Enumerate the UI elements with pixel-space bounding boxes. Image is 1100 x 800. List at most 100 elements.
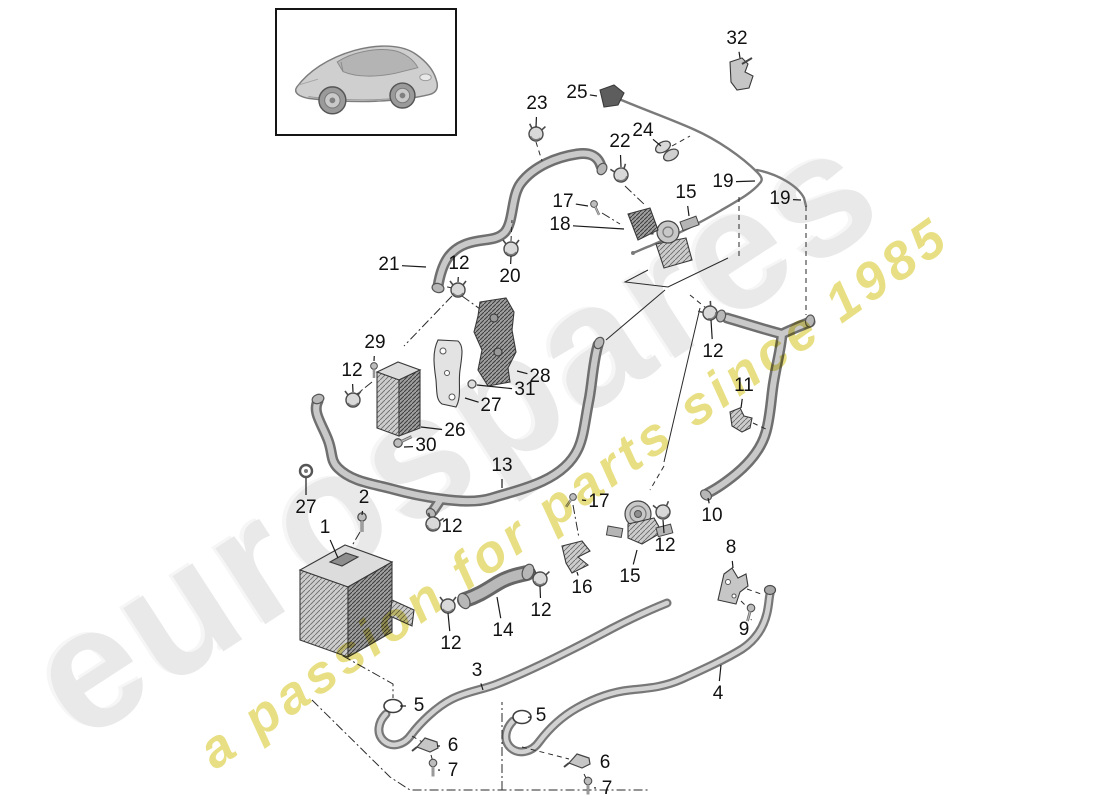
part-label-4[interactable]: 4 [713, 683, 724, 704]
part-label-30[interactable]: 30 [415, 435, 436, 456]
bracket-6 [411, 737, 439, 753]
leader-line-11 [740, 398, 743, 409]
hose-10 [699, 309, 816, 501]
clip-32 [729, 57, 754, 91]
part-label-3[interactable]: 3 [472, 660, 483, 681]
clamp-12 [344, 390, 362, 408]
clamp-24 [654, 140, 680, 162]
pipe-4 [501, 584, 777, 757]
vehicle-thumbnail [275, 8, 457, 136]
seal-5 [383, 698, 403, 714]
bracket-11 [729, 407, 753, 433]
part-label-19[interactable]: 19 [712, 171, 733, 192]
pipe-19 [617, 97, 808, 255]
oil-cooler-1 [298, 544, 415, 658]
bracket-16 [561, 540, 591, 574]
part-label-12[interactable]: 12 [448, 253, 469, 274]
part-label-12[interactable]: 12 [341, 360, 362, 381]
part-label-22[interactable]: 22 [609, 131, 630, 152]
screw-7 [427, 757, 439, 778]
part-label-19[interactable]: 19 [769, 188, 790, 209]
leader-line-18 [572, 225, 625, 230]
part-label-16[interactable]: 16 [571, 577, 592, 598]
part-label-5[interactable]: 5 [536, 705, 547, 726]
part-label-29[interactable]: 29 [364, 332, 385, 353]
part-label-24[interactable]: 24 [632, 120, 654, 141]
part-label-13[interactable]: 13 [491, 455, 512, 476]
part-label-2[interactable]: 2 [359, 487, 370, 508]
part-label-26[interactable]: 26 [444, 420, 465, 441]
leader-line-1 [329, 539, 339, 559]
bolt-2 [356, 511, 368, 534]
part-label-12[interactable]: 12 [654, 535, 675, 556]
leader-line-4 [718, 664, 722, 682]
construction-lines [311, 135, 807, 791]
seal-ring-31 [467, 379, 477, 389]
part-label-27[interactable]: 27 [295, 497, 316, 518]
part-label-12[interactable]: 12 [702, 341, 723, 362]
part-label-21[interactable]: 21 [378, 254, 399, 275]
pipe-4-fitting [763, 584, 777, 596]
part-label-32[interactable]: 32 [726, 28, 747, 49]
leader-line-12 [662, 519, 665, 534]
car-illustration [294, 45, 439, 115]
part-label-6[interactable]: 6 [600, 752, 611, 773]
part-label-27[interactable]: 27 [480, 395, 501, 416]
part-label-6[interactable]: 6 [448, 735, 459, 756]
part-label-7[interactable]: 7 [602, 778, 613, 799]
screw-7 [582, 775, 594, 796]
eyelet-27 [298, 463, 314, 479]
part-label-12[interactable]: 12 [440, 633, 461, 654]
leader-line-28 [516, 370, 528, 375]
part-label-9[interactable]: 9 [739, 619, 750, 640]
leader-line-15 [687, 205, 690, 217]
gasket-27 [433, 339, 463, 408]
hose-14 [457, 563, 535, 610]
part-label-1[interactable]: 1 [320, 517, 331, 538]
leader-line-14 [496, 596, 502, 619]
leader-line-24 [652, 138, 662, 147]
bolt-29 [369, 361, 379, 380]
leader-line-17 [575, 203, 589, 207]
leader-line-16 [576, 571, 579, 576]
leader-line-25 [589, 94, 598, 97]
part-label-12[interactable]: 12 [530, 600, 551, 621]
part-label-25[interactable]: 25 [566, 82, 587, 103]
part-label-12[interactable]: 12 [441, 516, 462, 537]
part-label-28[interactable]: 28 [529, 366, 550, 387]
valve-15-lower [605, 500, 674, 545]
part-label-31[interactable]: 31 [514, 379, 535, 400]
part-label-14[interactable]: 14 [492, 620, 514, 641]
leader-line-32 [738, 51, 741, 59]
part-label-17[interactable]: 17 [588, 491, 609, 512]
part-label-11[interactable]: 11 [734, 375, 754, 396]
leader-line-27 [464, 397, 479, 403]
pipe-3 [374, 598, 672, 750]
clamp-20 [502, 239, 520, 257]
part-label-18[interactable]: 18 [549, 214, 570, 235]
heat-exchanger-26 [375, 361, 422, 437]
leader-line-21 [401, 265, 427, 268]
bracket-18 [627, 207, 659, 241]
part-label-20[interactable]: 20 [499, 266, 520, 287]
leader-line-31 [476, 384, 513, 390]
part-label-15[interactable]: 15 [619, 566, 640, 587]
part-label-15[interactable]: 15 [675, 182, 696, 203]
bracket-8 [717, 567, 749, 605]
leader-line-8 [731, 560, 734, 569]
part-label-7[interactable]: 7 [448, 760, 459, 781]
leader-line-12 [447, 612, 451, 632]
part-label-23[interactable]: 23 [526, 93, 547, 114]
leader-line-15 [632, 549, 638, 565]
leader-line-12 [710, 319, 713, 340]
part-label-8[interactable]: 8 [726, 537, 737, 558]
part-label-10[interactable]: 10 [701, 505, 722, 526]
part-label-5[interactable]: 5 [414, 695, 425, 716]
part-label-17[interactable]: 17 [552, 191, 573, 212]
leader-line-3 [480, 683, 484, 691]
clamp-12 [652, 500, 674, 522]
leader-line-19 [735, 180, 756, 183]
hose-13 [310, 336, 605, 519]
